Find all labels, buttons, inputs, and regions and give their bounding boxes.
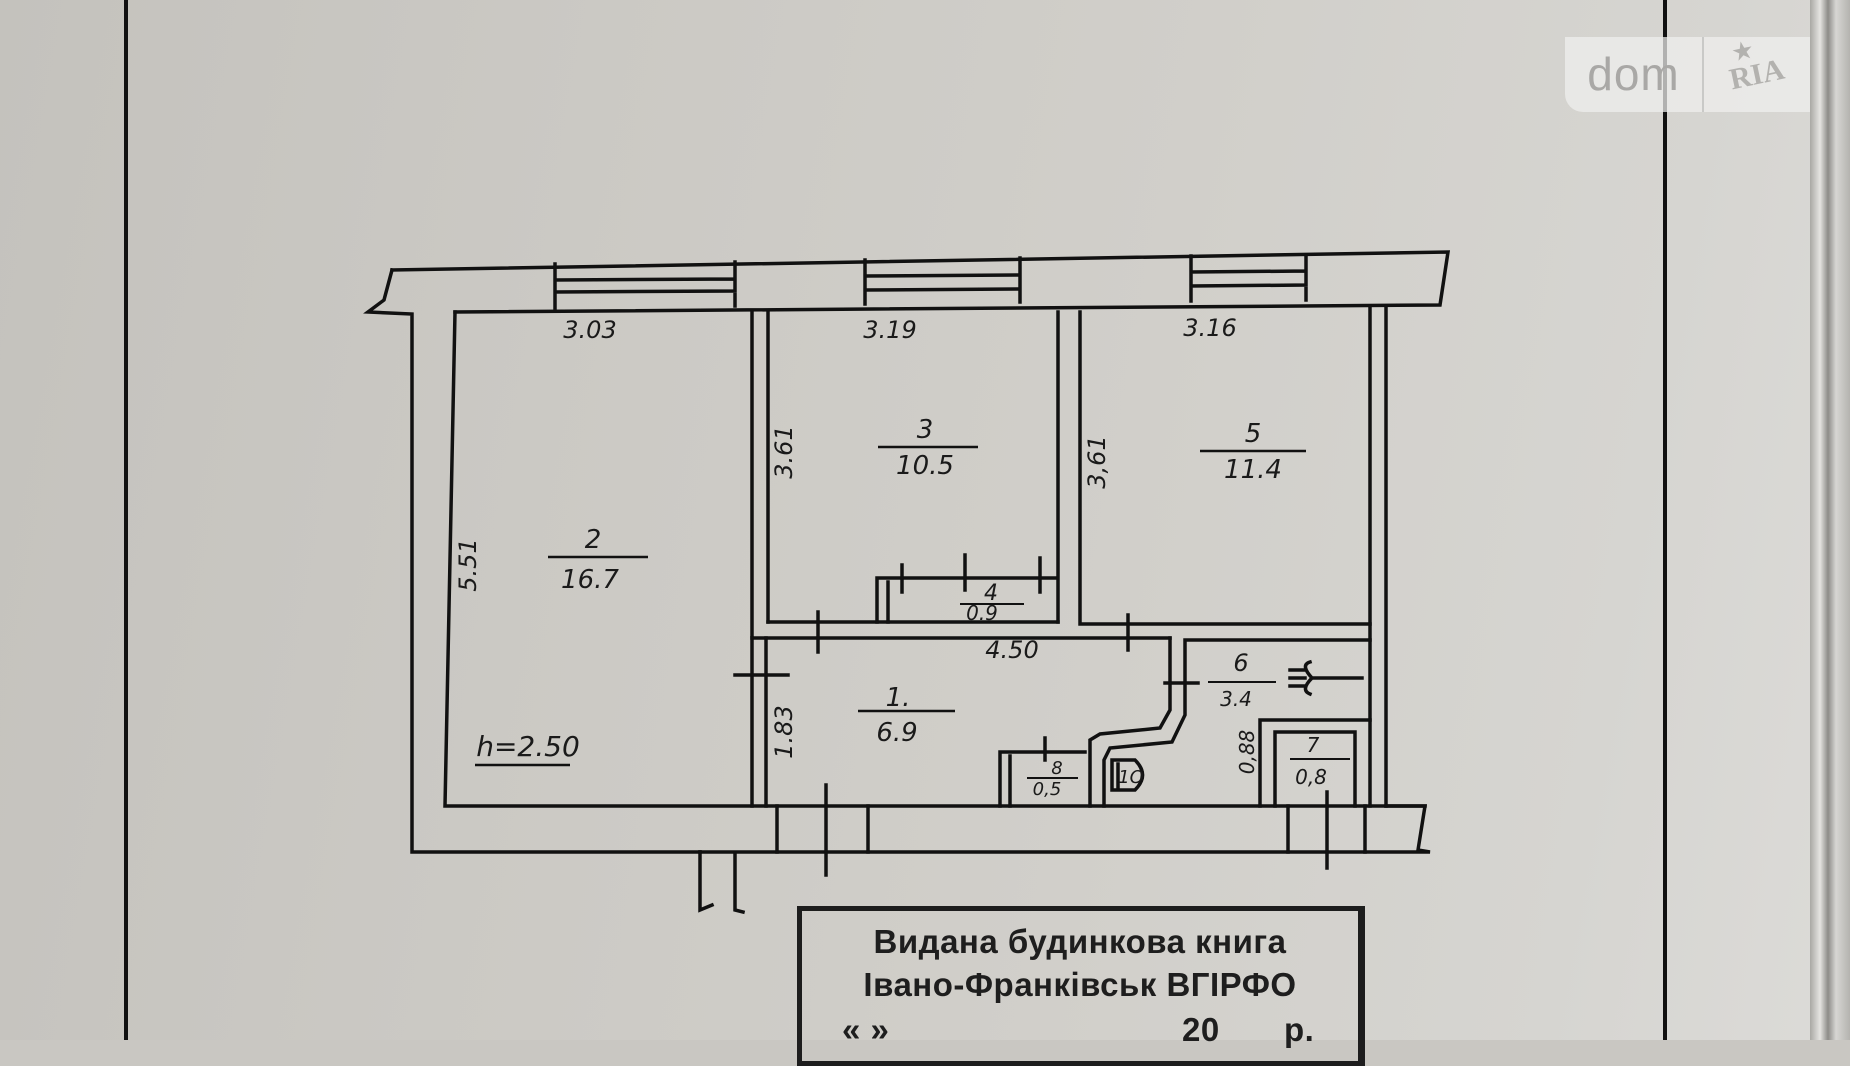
dim-corridor-length: 4.50 — [985, 636, 1038, 664]
dim-bath: 0,88 — [1235, 730, 1259, 775]
room-6-number: 6 — [1233, 649, 1248, 677]
dim-room2-length: 5.51 — [454, 538, 482, 591]
dim-corridor-width: 1.83 — [770, 705, 798, 758]
dim-room3-length: 3.61 — [770, 425, 798, 478]
room-8-area: 0,5 — [1033, 779, 1062, 800]
paper-edge — [1810, 0, 1850, 1040]
room-4-number: 4 — [984, 581, 998, 606]
domria-watermark: dom ★ RIA — [1565, 36, 1810, 112]
room-7-area: 0,8 — [1295, 765, 1327, 789]
watermark-ria: ★ RIA — [1726, 36, 1788, 96]
stamp-year-suffix: р. — [1284, 1011, 1315, 1048]
room-5-number: 5 — [1245, 419, 1262, 449]
room-8-number: 8 — [1051, 758, 1062, 779]
ceiling-height: h=2.50 — [476, 730, 580, 763]
scanned-paper-background — [0, 0, 1850, 1040]
room-7-number: 7 — [1307, 733, 1320, 757]
room-1-number: 1. — [886, 683, 911, 713]
housing-book-stamp: Видана будинкова книга Івано-Франківськ … — [797, 906, 1365, 1066]
left-frame-line — [124, 0, 128, 1040]
stamp-line-1: Видана будинкова книга — [873, 923, 1287, 960]
star-icon: ★ — [1730, 36, 1755, 65]
floor-plan: 2 16.7 3 10.5 5 11.4 4 0.9 1. 6.9 6 3.4 … — [363, 250, 1451, 915]
stamp-line-2: Івано-Франківськ ВГІРФО — [863, 966, 1297, 1003]
room-3-number: 3 — [917, 415, 934, 445]
room-5-area: 11.4 — [1224, 455, 1282, 485]
room-1-area: 6.9 — [876, 718, 917, 748]
room-2-number: 2 — [585, 525, 602, 555]
room-4-area: 0.9 — [966, 601, 998, 625]
room-2-area: 16.7 — [561, 565, 619, 595]
room-6-area: 3.4 — [1220, 687, 1252, 711]
stamp-year: 20 — [1182, 1011, 1220, 1048]
dim-room3-width: 3.19 — [863, 316, 916, 344]
dim-room5-length: 3,61 — [1083, 435, 1111, 488]
room-3-area: 10.5 — [896, 451, 954, 481]
right-frame-line — [1663, 0, 1667, 1040]
watermark-dom: dom — [1565, 37, 1704, 112]
stamp-date-quotes: « » — [842, 1011, 890, 1048]
dim-room5-width: 3.16 — [1183, 314, 1236, 342]
toilet-label: 1О — [1118, 767, 1144, 788]
dim-room2-width: 3.03 — [563, 316, 616, 344]
